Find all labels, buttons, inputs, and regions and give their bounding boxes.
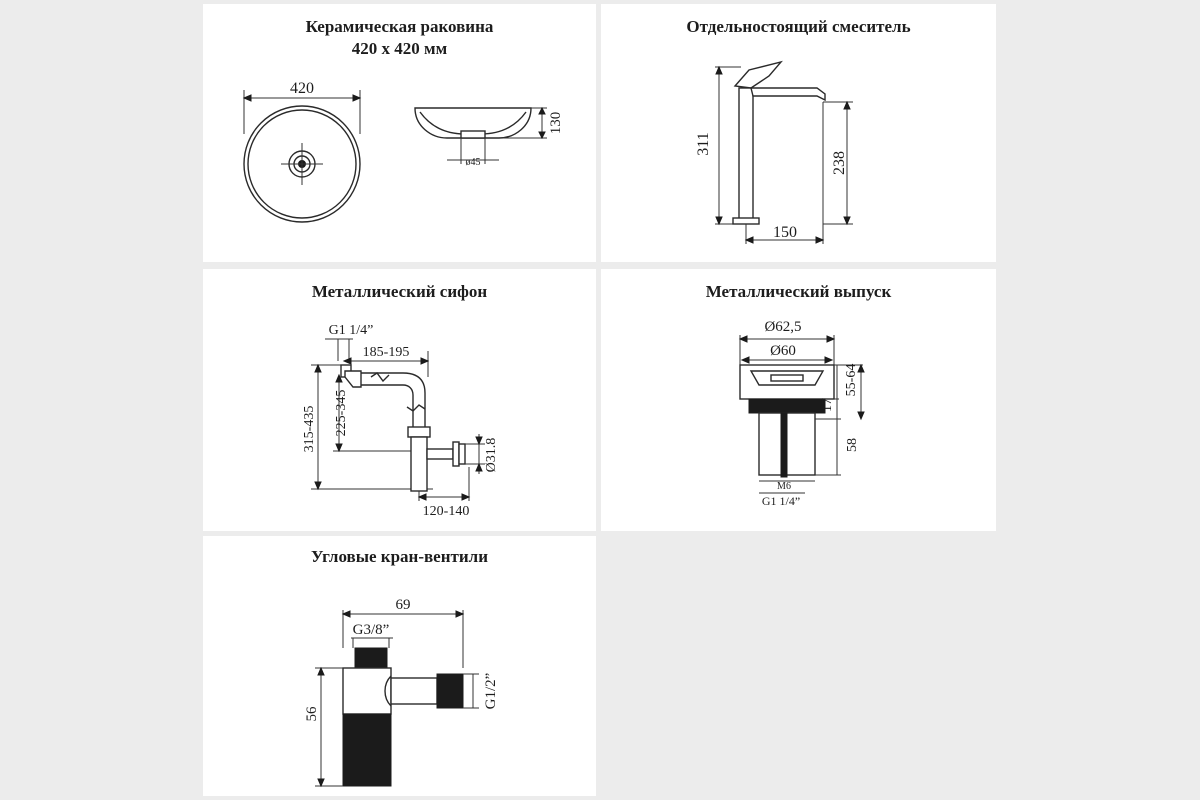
drain-outer-dia-arrow-right (826, 335, 836, 343)
basin-width-arrow-right (352, 94, 362, 102)
valve-title: Угловые кран-вентили (310, 547, 488, 566)
valve-height-label: 56 (304, 706, 320, 722)
basin-title-line2: 420 х 420 мм (351, 39, 448, 58)
siphon-horizontal-label: 185-195 (363, 345, 410, 360)
panel-siphon: Металлический сифон G1 1/4” 185-195 315-… (203, 269, 596, 531)
siphon-horizontal-arrow-left (342, 357, 352, 365)
valve-body-curve (384, 675, 392, 707)
basin-side-view (414, 107, 532, 139)
faucet-reach-label: 150 (773, 224, 797, 241)
panel-basin: Керамическая раковина 420 х 420 мм 420 1… (203, 4, 596, 262)
valve-top-thread (354, 647, 388, 669)
siphon-drawing: G1 1/4” 185-195 315-435 225-345 (302, 323, 499, 519)
siphon-inlet-elbow (344, 370, 362, 388)
faucet-height-label: 311 (695, 132, 712, 155)
siphon-title: Металлический сифон (311, 282, 488, 301)
faucet-title: Отдельностоящий смеситель (686, 17, 911, 36)
basin-height-arrow-bottom (538, 131, 546, 140)
drain-range-arrow-top (857, 363, 865, 373)
basin-top-view (243, 105, 361, 223)
faucet-height-arrow-top (715, 65, 723, 75)
siphon-inner-label: 225-345 (334, 390, 349, 437)
siphon-outlet-rosette (458, 443, 466, 465)
siphon-outlet-pipe (426, 448, 454, 460)
drain-outer-dia-label: Ø62,5 (764, 319, 801, 335)
drain-body-label: 58 (845, 438, 860, 452)
panel-faucet: Отдельностоящий смеситель 311 150 238 (601, 4, 996, 262)
valve-handle (342, 713, 392, 787)
siphon-pipe-outer (361, 372, 426, 429)
basin-height-arrow-top (538, 106, 546, 115)
faucet-spout-label: 238 (831, 151, 848, 175)
drain-thread (748, 398, 826, 414)
drain-outer-dia-arrow-left (738, 335, 748, 343)
drain-inner-dia-label: Ø60 (770, 343, 796, 359)
siphon-total-arrow-top (314, 363, 322, 373)
drain-head-label: 17 (820, 398, 835, 412)
basin-title: Керамическая раковина 420 х 420 мм (203, 16, 596, 60)
basin-drawing: 420 130 ø45 (242, 80, 564, 223)
valve-length-label: 69 (396, 597, 411, 613)
drain-rod-label: M6 (777, 481, 791, 492)
basin-side-drain (460, 130, 486, 139)
siphon-thread-label: G1 1/4” (329, 323, 374, 338)
siphon-nut (407, 426, 431, 438)
faucet-height-arrow-bottom (715, 216, 723, 226)
drain-plug (749, 370, 825, 386)
valve-drawing: 69 G3/8” 56 G1/2” (304, 597, 499, 788)
panel-valve: Угловые кран-вентили 69 G3/8” 56 (203, 536, 596, 796)
basin-width-label: 420 (290, 80, 314, 97)
drain-inner-dia-arrow-right (824, 356, 834, 364)
siphon-offset-arrow-right (461, 493, 471, 501)
drain-rod (780, 412, 788, 478)
drain-drawing: Ø62,5 Ø60 17 55-64 58 M6 G1 1/4 (738, 319, 865, 508)
siphon-pipe-inner (361, 384, 414, 429)
drain-range-label: 55-64 (844, 364, 859, 397)
valve-top-thread-label: G3/8” (353, 622, 390, 638)
panel-empty (601, 536, 996, 796)
basin-drain-label: ø45 (466, 157, 481, 168)
faucet-spout (750, 87, 826, 102)
valve-length-arrow-right (455, 610, 465, 618)
faucet-spout-arrow-top (843, 100, 851, 110)
panel-drain: Металлический выпуск Ø62,5 Ø60 17 55-64 … (601, 269, 996, 531)
siphon-inner-arrow-bottom (335, 443, 343, 453)
faucet-base (732, 217, 760, 225)
faucet-reach-arrow-right (815, 236, 825, 244)
siphon-break-marks (370, 372, 426, 412)
faucet-lever (733, 60, 783, 89)
siphon-outlet-flange (452, 441, 460, 467)
siphon-offset-label: 120-140 (423, 504, 470, 519)
valve-height-arrow-bottom (317, 778, 325, 788)
basin-width-arrow-left (242, 94, 252, 102)
drain-head (739, 364, 835, 400)
valve-side-thread-label: G1/2” (483, 673, 499, 710)
siphon-horizontal-arrow-right (420, 357, 430, 365)
siphon-dia-arrow-bottom (475, 462, 483, 472)
siphon-bottle (410, 436, 428, 492)
drain-range-arrow-bottom (857, 411, 865, 421)
valve-length-arrow-left (341, 610, 351, 618)
drain-inner-dia-arrow-left (740, 356, 750, 364)
drain-plug-cap (770, 374, 804, 382)
siphon-inner-arrow-top (335, 373, 343, 383)
valve-side-pipe (390, 677, 438, 705)
valve-body (342, 667, 392, 715)
valve-side-thread (436, 673, 464, 709)
drain-title: Металлический выпуск (705, 282, 892, 301)
siphon-offset-arrow-left (417, 493, 427, 501)
faucet-body (738, 87, 754, 221)
drain-thread-label: G1 1/4” (762, 494, 800, 508)
faucet-drawing: 311 150 238 (695, 60, 853, 244)
siphon-dia-arrow-top (475, 436, 483, 446)
faucet-reach-arrow-left (744, 236, 754, 244)
valve-height-arrow-top (317, 666, 325, 676)
siphon-total-label: 315-435 (302, 406, 317, 453)
siphon-total-arrow-bottom (314, 481, 322, 491)
basin-height-label: 130 (548, 112, 564, 135)
faucet-spout-arrow-bottom (843, 216, 851, 226)
siphon-dia-label: Ø31.8 (484, 438, 499, 473)
basin-top-rim (247, 109, 357, 219)
basin-title-line1: Керамическая раковина (305, 17, 494, 36)
